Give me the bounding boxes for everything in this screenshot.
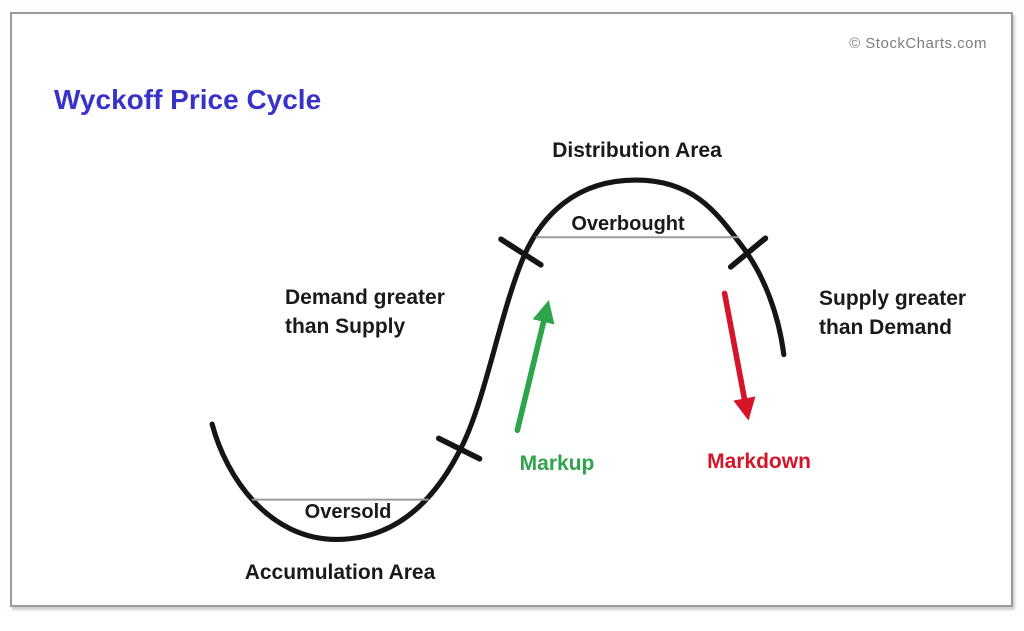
oversold-label: Oversold <box>304 501 392 523</box>
page-title: Wyckoff Price Cycle <box>54 84 322 115</box>
copyright-text: © StockCharts.com <box>849 35 987 52</box>
supply-greater-line2: than Demand <box>819 316 953 339</box>
chart-frame: © StockCharts.com Wyckoff Price Cycle <box>10 12 1013 607</box>
demand-greater-line2: than Supply <box>285 315 406 338</box>
markup-label: Markup <box>519 452 595 475</box>
markdown-label: Markdown <box>707 450 811 473</box>
demand-greater-label: Demand greater than Supply <box>285 283 445 341</box>
price-cycle-diagram <box>209 177 787 543</box>
diagram-canvas: © StockCharts.com Wyckoff Price Cycle <box>10 12 1013 607</box>
markup-arrow-icon <box>514 300 555 434</box>
demand-greater-line1: Demand greater <box>285 286 445 309</box>
supply-greater-label: Supply greater than Demand <box>819 284 966 342</box>
tick-mark-accumulation-end <box>435 435 483 462</box>
accumulation-area-label: Accumulation Area <box>244 561 436 584</box>
tick-mark-markup-end <box>498 236 544 268</box>
price-cycle-curve <box>209 177 787 543</box>
markdown-arrow-icon <box>721 290 756 421</box>
distribution-area-label: Distribution Area <box>552 139 722 162</box>
supply-greater-line1: Supply greater <box>819 287 967 310</box>
tick-mark-distribution-end <box>727 235 769 270</box>
overbought-label: Overbought <box>571 213 685 235</box>
